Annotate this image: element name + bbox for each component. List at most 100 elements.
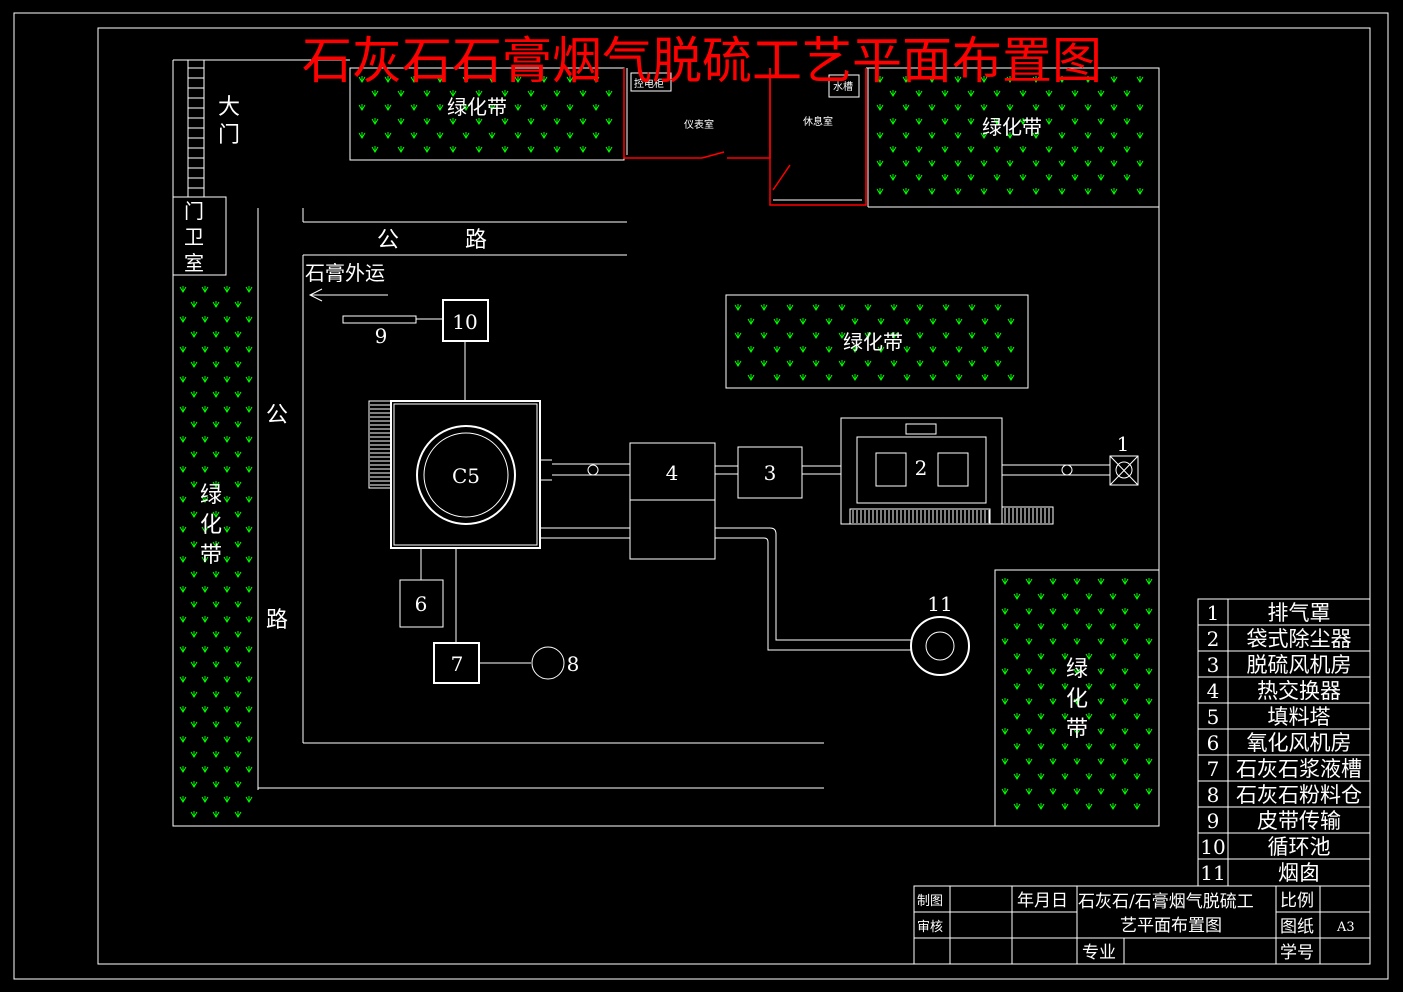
hatch-mark <box>954 188 962 195</box>
legend-number: 6 <box>1207 731 1220 755</box>
legend-name: 皮带传输 <box>1257 809 1341 833</box>
hatch-mark <box>201 436 209 443</box>
label-1: 1 <box>1117 432 1130 456</box>
hatch-mark <box>1145 578 1153 585</box>
hatch-mark <box>190 481 198 488</box>
hatch-mark <box>1097 608 1105 615</box>
fan-room-3 <box>737 446 803 499</box>
hatch-mark <box>223 556 231 563</box>
hatch-mark <box>179 526 187 533</box>
rest-room <box>769 68 867 206</box>
hatch-mark <box>212 571 220 578</box>
legend-name: 袋式除尘器 <box>1247 627 1352 651</box>
tb-scale: 比例 <box>1280 891 1314 911</box>
hatch-mark <box>954 76 962 83</box>
hatch-mark <box>1121 608 1129 615</box>
hatch-mark <box>1097 788 1105 795</box>
hatch-mark <box>179 436 187 443</box>
hatch-mark <box>1109 743 1117 750</box>
hatch-mark <box>1097 578 1105 585</box>
legend-name: 石灰石浆液槽 <box>1236 757 1362 781</box>
hatch-mark <box>179 676 187 683</box>
hatch-mark <box>245 496 253 503</box>
hatch-mark <box>799 346 807 353</box>
hatch-mark <box>915 118 923 125</box>
hatch-mark <box>1058 188 1066 195</box>
hatch-mark <box>1136 132 1144 139</box>
green-belt-top-left <box>349 67 625 161</box>
hatch-mark <box>954 132 962 139</box>
hatch-mark <box>1097 668 1105 675</box>
hatch-mark <box>1085 683 1093 690</box>
hatch-mark <box>1123 146 1131 153</box>
hatch-mark <box>968 332 976 339</box>
green-belt-left-label-3: 带 <box>200 543 222 568</box>
hatch-mark <box>1025 578 1033 585</box>
hatch-mark <box>980 188 988 195</box>
hatch-mark <box>190 511 198 518</box>
hatch-mark <box>1121 728 1129 735</box>
hatch-mark <box>190 541 198 548</box>
hatch-mark <box>1097 758 1105 765</box>
hatch-mark <box>1061 713 1069 720</box>
hatch-mark <box>190 601 198 608</box>
hatch-mark <box>1013 593 1021 600</box>
hatch-mark <box>234 751 242 758</box>
hatch-mark <box>876 188 884 195</box>
hatch-mark <box>902 132 910 139</box>
hatch-mark <box>234 481 242 488</box>
hatch-mark <box>234 301 242 308</box>
hatch-mark <box>903 346 911 353</box>
hatch-mark <box>201 496 209 503</box>
legend-name: 石灰石粉料仓 <box>1236 783 1362 807</box>
hatch-mark <box>1133 653 1141 660</box>
hatch-mark <box>1097 90 1105 97</box>
hatch-mark <box>1058 160 1066 167</box>
hatch-mark <box>1145 638 1153 645</box>
hatch-mark <box>223 706 231 713</box>
hatch-mark <box>1025 728 1033 735</box>
hatch-mark <box>1073 728 1081 735</box>
hatch-mark <box>902 160 910 167</box>
legend-number: 4 <box>1207 679 1220 703</box>
hatch-mark <box>1097 728 1105 735</box>
hatch-mark <box>1110 188 1118 195</box>
hatch-mark <box>786 304 794 311</box>
hatch-mark <box>234 661 242 668</box>
hatch-mark <box>786 360 794 367</box>
hatch-mark <box>579 146 587 153</box>
hatch-mark <box>436 132 444 139</box>
hatch-mark <box>410 104 418 111</box>
road-lines <box>257 208 824 789</box>
hatch-mark <box>1123 118 1131 125</box>
hatch-mark <box>475 118 483 125</box>
hatch-mark <box>190 391 198 398</box>
outer-frame <box>13 12 1389 980</box>
hatch-mark <box>1085 743 1093 750</box>
hatch-mark <box>929 346 937 353</box>
hatch-mark <box>799 318 807 325</box>
label-8: 8 <box>567 652 580 676</box>
hatch-mark <box>941 90 949 97</box>
label-11: 11 <box>927 592 952 616</box>
hatch-mark <box>1085 713 1093 720</box>
hatch-mark <box>1121 578 1129 585</box>
hatch-mark <box>981 374 989 381</box>
hatch-mark <box>760 304 768 311</box>
hatch-mark <box>1013 773 1021 780</box>
hatch-mark <box>1136 104 1144 111</box>
hatch-mark <box>1013 683 1021 690</box>
green-belt-left-label-1: 绿 <box>200 483 222 508</box>
gate-label-1: 大 <box>218 95 240 120</box>
hatch-mark <box>223 796 231 803</box>
hatch-mark <box>1058 104 1066 111</box>
hatch-mark <box>890 360 898 367</box>
green-belt-left-label-2: 化 <box>200 513 222 538</box>
hatch-mark <box>1109 593 1117 600</box>
hatch-mark <box>1084 132 1092 139</box>
hatch-mark <box>1121 638 1129 645</box>
drawing-frame <box>97 27 1371 965</box>
hatch-mark <box>1045 90 1053 97</box>
label-9: 9 <box>375 324 388 348</box>
hatch-mark <box>890 304 898 311</box>
